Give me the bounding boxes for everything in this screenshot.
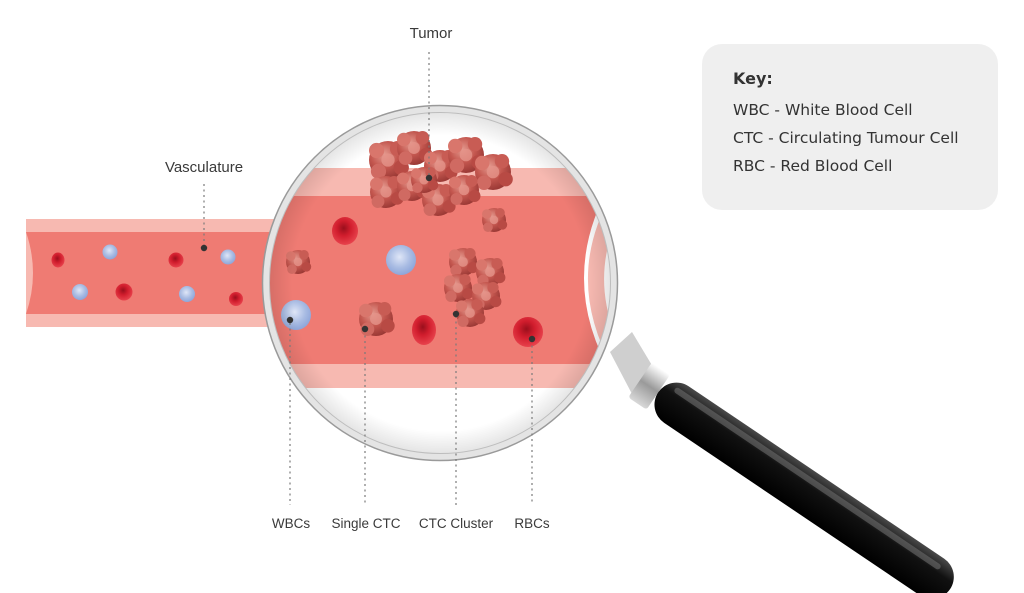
marker-dots xyxy=(200,174,536,343)
key-title: Key: xyxy=(733,69,773,88)
rbc-cell xyxy=(51,252,65,268)
vessel-cells xyxy=(51,244,243,306)
vessel-opening xyxy=(26,232,33,314)
handle-collar xyxy=(629,363,669,409)
key-panel: Key: WBC - White Blood Cell CTC - Circul… xyxy=(702,44,998,210)
wbc-cell xyxy=(72,284,88,300)
rbc-cell xyxy=(115,283,133,301)
key-entry-ctc: CTC - Circulating Tumour Cell xyxy=(733,129,959,147)
tumor-label: Tumor xyxy=(410,25,453,42)
handle-highlight xyxy=(674,387,941,570)
wbc-cell xyxy=(179,286,195,302)
handle-grip xyxy=(654,382,954,593)
vasculature-label: Vasculature xyxy=(165,159,243,176)
magnifier-handle xyxy=(610,332,954,593)
vasculature-vessel xyxy=(26,219,288,327)
rbc-cell xyxy=(229,292,243,306)
wbcs-label: WBCs xyxy=(272,516,310,531)
single-ctc-label: Single CTC xyxy=(331,516,400,531)
magnifier-rim xyxy=(262,105,618,461)
rbcs-label: RBCs xyxy=(514,516,550,531)
magnified-view xyxy=(266,109,614,457)
rbc-cell xyxy=(168,252,184,268)
key-entry-wbc: WBC - White Blood Cell xyxy=(733,101,913,119)
wbc-cell xyxy=(102,244,118,260)
leader-lines xyxy=(203,52,533,505)
key-entry-rbc: RBC - Red Blood Cell xyxy=(733,157,893,175)
vessel-lumen xyxy=(26,232,288,314)
wbc-cell xyxy=(220,249,236,265)
ctc-cluster-label: CTC Cluster xyxy=(419,516,494,531)
